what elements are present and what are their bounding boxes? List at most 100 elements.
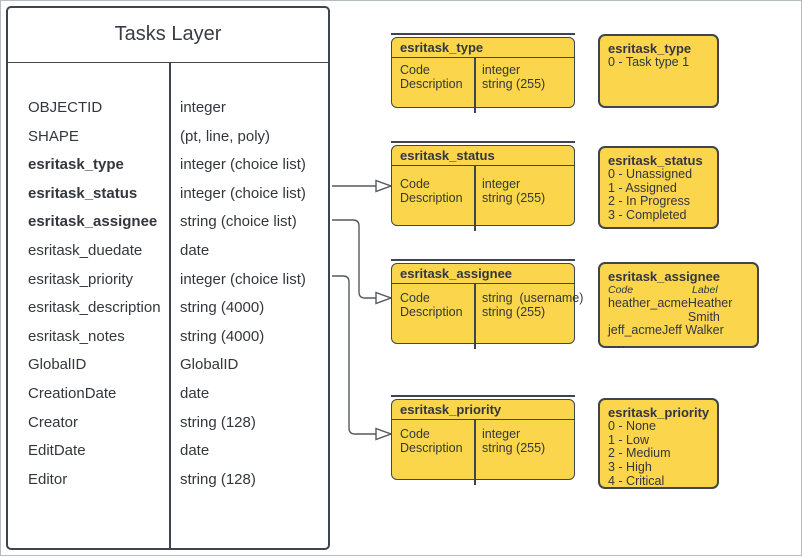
field-name: Description [400,441,463,455]
field-name: esritask_assignee [28,213,158,231]
field-name: EditDate [28,442,86,460]
connector-assignee [332,219,376,299]
code-list-ellipsis: .... [608,337,626,352]
table-title: esritask_status [392,146,574,166]
field-name: SHAPE [28,127,79,145]
field-name: Creator [28,413,79,431]
code-list-esritask-assignee[interactable]: esritask_assignee Code Label heather_acm… [598,262,759,351]
field-type: string (255) [482,191,546,205]
field-type: integer (choice list) [180,270,306,288]
code-value: heather_acme [608,296,688,310]
code-list-item: 0 - None [608,419,656,433]
field-type: integer (choice list) [180,184,306,202]
field-name: GlobalID [28,356,87,374]
field-type: string (4000) [180,299,265,317]
table-column-divider [474,420,476,485]
table-row: OBJECTID integer [8,94,328,123]
field-name: esritask_description [28,299,161,317]
label-value: Heather Smith [687,296,733,324]
field-type: integer [482,177,521,191]
field-name: esritask_duedate [28,241,143,259]
table-top-line [391,395,575,397]
code-list-title: esritask_assignee [608,269,721,284]
table-row: SHAPE (pt, line, poly) [8,123,328,152]
arrowhead-priority [375,427,394,441]
field-name: esritask_priority [28,270,134,288]
field-type: string (4000) [180,327,265,345]
arrowhead-status [375,179,394,193]
field-name: esritask_type [28,156,124,174]
code-list-title: esritask_priority [608,405,710,420]
field-type: integer [482,427,521,441]
field-type: date [180,442,210,460]
field-name: Description [400,305,463,319]
field-type: string (255) [482,441,546,455]
field-name: CreationDate [28,384,117,402]
tasks-layer-title: Tasks Layer [8,8,328,63]
field-type: string (255) [482,77,546,91]
field-name: esritask_notes [28,327,125,345]
connector-priority [332,275,376,435]
label-value: Jeff Walker [661,323,724,338]
table-row: esritask_assignee string (choice list) [8,208,328,237]
code-list-item: 4 - Critical [608,473,665,488]
table-row: esritask_notes string (4000) [8,323,328,352]
field-type: (pt, line, poly) [180,127,271,145]
arrowhead-assignee [375,291,394,305]
label-column-header: Label [692,284,718,296]
field-name: Code [400,291,430,305]
field-type: string (username) [482,291,584,305]
code-list-esritask-type[interactable]: esritask_type 0 - Task type 1 [598,34,719,108]
field-name: OBJECTID [28,99,103,116]
table-column-divider [474,166,476,231]
code-list-item: 3 - Completed [608,208,687,223]
table-row: Creator string (128) [8,409,328,438]
field-type: integer [482,63,521,77]
code-list-item: 3 - High [608,460,652,475]
table-row: esritask_description string (4000) [8,294,328,323]
field-type: string (choice list) [180,213,297,231]
code-list-item: 0 - Task type 1 [608,55,690,69]
table-field-types: string (username)string (255) [482,291,583,319]
field-type: date [180,241,210,259]
table-title: esritask_priority [392,400,574,420]
table-column-divider [474,58,476,113]
field-name: Code [400,427,430,441]
code-list-item: 1 - Low [608,432,649,447]
field-type: integer [180,99,226,116]
table-title: esritask_type [392,38,574,58]
table-row: esritask_duedate date [8,237,328,266]
field-type: string (128) [180,413,256,431]
code-list-title: esritask_type [608,41,692,56]
field-name: Description [400,191,463,205]
code-list-title: esritask_status [608,153,703,168]
code-value: jeff_acme [608,323,662,338]
code-list-item: 1 - Assigned [608,180,677,195]
code-list-item: 0 - Unassigned [608,167,693,181]
code-column-header: Code [608,284,634,296]
code-list-item: 2 - In Progress [608,194,690,209]
field-name: esritask_status [28,184,138,202]
column-divider-line [169,63,171,548]
table-column-divider [474,284,476,349]
